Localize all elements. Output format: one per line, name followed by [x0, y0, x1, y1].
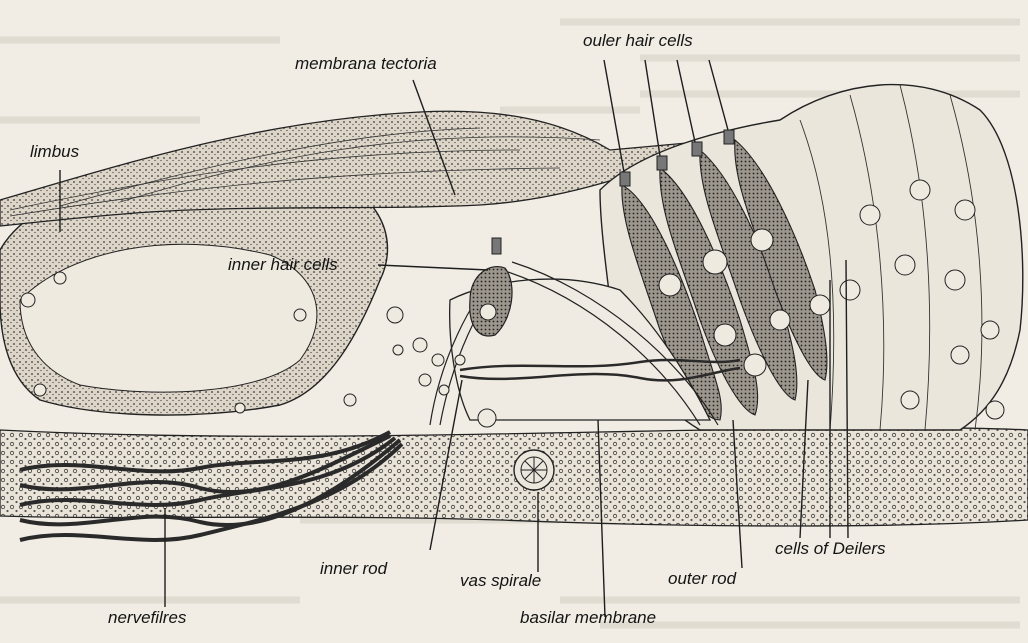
- label-membrana-tectoria: membrana tectoria: [295, 55, 437, 72]
- label-vas-spirale: vas spirale: [460, 572, 541, 589]
- label-outer-rod: outer rod: [668, 570, 736, 587]
- label-inner-hair-cells: inner hair cells: [228, 256, 338, 273]
- inner-hair-cell-body: [470, 238, 512, 336]
- label-nervefilres: nervefilres: [108, 609, 186, 626]
- label-cells-of-deilers: cells of Deilers: [775, 540, 886, 557]
- label-limbus: limbus: [30, 143, 79, 160]
- label-inner-rod: inner rod: [320, 560, 387, 577]
- label-basilar-membrane: basilar membrane: [520, 609, 656, 626]
- label-outer-hair-cells: ouler hair cells: [583, 32, 693, 49]
- vas-spirale-vessel: [514, 450, 554, 490]
- basilar-membrane-shape: [0, 428, 1028, 526]
